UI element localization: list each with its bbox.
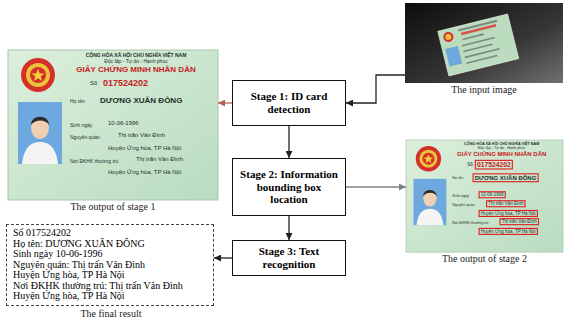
- card-field-text: 10-06-1996: [479, 191, 506, 198]
- input-photo-ground: [405, 3, 563, 83]
- input-photo: The input image: [405, 3, 563, 83]
- card-field-text: Thị trấn Vân Đình: [486, 200, 526, 207]
- result-line: Nguyên quán: Thị trấn Vân Đình: [13, 260, 207, 271]
- card-field-text: 10-06-1996: [108, 120, 139, 127]
- photographed-card: [438, 14, 519, 76]
- card-field-text: Sinh ngày: [452, 194, 469, 198]
- stage-label: Stage 2: Information bounding box locati…: [237, 168, 341, 206]
- process-box: Stage 1: ID card detection: [232, 80, 346, 126]
- flow-arrow: [288, 216, 289, 240]
- card-field-text: DƯƠNG XUÂN ĐÔNG: [100, 96, 182, 105]
- flow-arrow: [218, 102, 232, 103]
- card-field-text: Thị trấn Vân Đình: [499, 218, 539, 225]
- card-text-layer: CỘNG HÒA XÃ HỘI CHỦ NGHĨA VIỆT NAMĐộc lậ…: [8, 50, 218, 200]
- card-field-text: Huyện Ứng hòa, TP Hà Nội: [108, 169, 181, 176]
- card-field-text: Nguyên quán: [452, 203, 474, 207]
- card-field-text: Huyện Ứng hòa, TP Hà Nội: [108, 145, 181, 152]
- card-field-text: Huyện Ứng hòa, TP Hà Nội: [479, 210, 538, 217]
- card-field-text: Độc lập - Tự do - Hạnh phúc: [427, 146, 566, 150]
- result-line: Huyện Ứng hòa, TP Hà Nội: [13, 291, 207, 302]
- card-field-text: GIẤY CHỨNG MINH NHÂN DÂN: [427, 151, 566, 158]
- result-line: Huyện Ứng hòa, TP Hà Nội: [13, 270, 207, 281]
- card-field-text: Họ tên: [70, 98, 85, 104]
- card-field-text: Số: [90, 80, 97, 87]
- card-field-text: GIẤY CHỨNG MINH NHÂN DÂN: [36, 65, 236, 74]
- result-line: Họ tên: DƯƠNG XUÂN ĐÔNG: [13, 239, 207, 250]
- card-field-text: Nguyên quán: [70, 134, 100, 140]
- card-field-text: 017524202: [103, 78, 148, 88]
- card-field-text: Sinh ngày: [70, 122, 92, 128]
- process-box: Stage 2: Information bounding box locati…: [232, 158, 346, 216]
- result-line: Số 017524202: [13, 228, 207, 239]
- card-field-text: Nơi ĐKHK thường trú: [70, 158, 118, 164]
- card-field-text: Số: [467, 162, 472, 167]
- result-box: Số 017524202Họ tên: DƯƠNG XUÂN ĐÔNGSinh …: [6, 224, 214, 306]
- card-field-text: Thị trấn Vân Đình: [118, 132, 165, 139]
- card-field-text: Thị trấn Vân Đình: [136, 156, 183, 163]
- process-box: Stage 3: Text recognition: [232, 240, 346, 276]
- image-caption: The input image: [405, 84, 563, 95]
- image-caption: The output of stage 1: [8, 201, 218, 212]
- card-field-text: CỘNG HÒA XÃ HỘI CHỦ NGHĨA VIỆT NAM: [36, 52, 236, 58]
- image-caption: The final result: [7, 308, 215, 319]
- card-field-text: Huyện Ứng hòa, TP Hà Nội: [479, 228, 538, 235]
- card-text-layer: CỘNG HÒA XÃ HỘI CHỦ NGHĨA VIỆT NAMĐộc lậ…: [406, 140, 563, 252]
- result-line: Nơi ĐKHK thường trú: Thị trấn Vân Đình: [13, 281, 207, 292]
- card-field-text: DƯƠNG XUÂN ĐÔNG: [473, 173, 539, 182]
- image-caption: The output of stage 2: [406, 253, 563, 264]
- flow-arrow: [288, 126, 289, 158]
- card-field-text: Họ tên: [452, 176, 463, 180]
- card-field-text: 017524202: [475, 160, 513, 170]
- card-field-text: Độc lập - Tự do - Hạnh phúc: [36, 58, 236, 64]
- flow-arrow: [346, 75, 405, 103]
- stage-label: Stage 1: ID card detection: [237, 90, 341, 115]
- result-line: Sinh ngày 10-06-1996: [13, 249, 207, 260]
- flow-arrow: [214, 257, 232, 258]
- flow-arrow: [346, 186, 406, 187]
- card-field-text: CỘNG HÒA XÃ HỘI CHỦ NGHĨA VIỆT NAM: [427, 141, 566, 145]
- stage-label: Stage 3: Text recognition: [237, 245, 341, 270]
- card-field-text: Nơi ĐKHK thường trú: [452, 221, 488, 225]
